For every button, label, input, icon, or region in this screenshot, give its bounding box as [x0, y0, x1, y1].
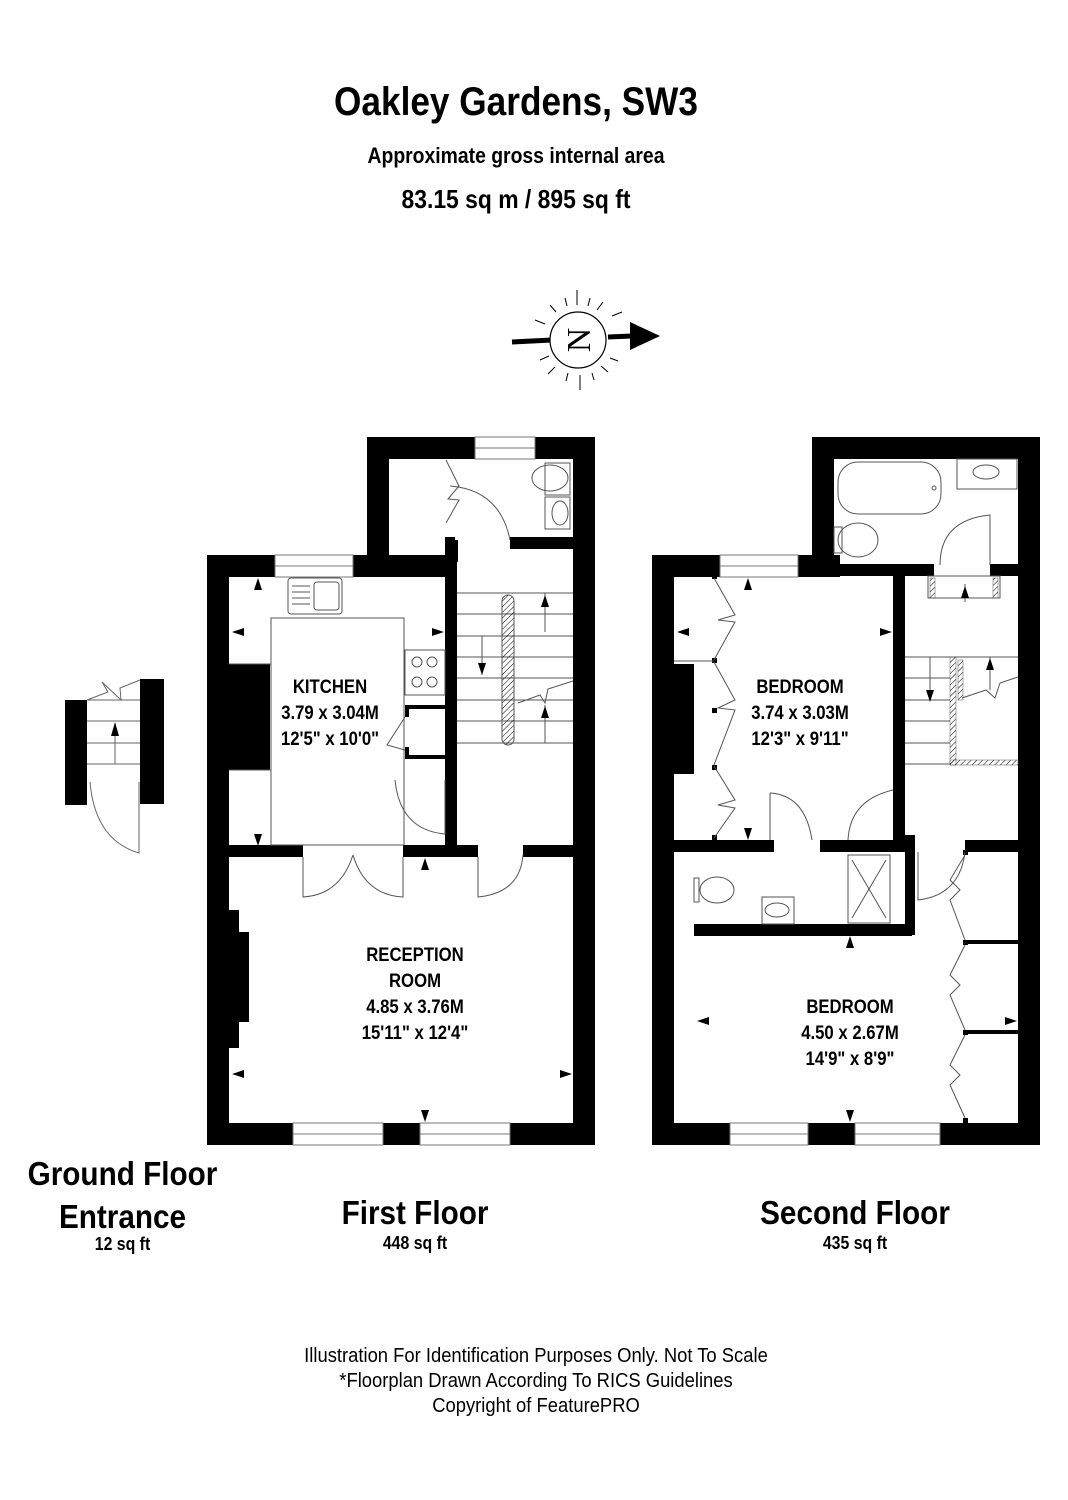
floor-caption-first: First Floor 448 sq ft: [310, 1193, 520, 1254]
property-title: Oakley Gardens, SW3: [334, 80, 698, 124]
floor-area: 435 sq ft: [822, 1233, 888, 1253]
room-name: KITCHEN: [292, 677, 368, 698]
second-floor-plan: [652, 437, 1040, 1146]
room-dimensions-imperial: 12'5" x 10'0": [280, 729, 380, 750]
floor-name-line2: Entrance: [58, 1198, 187, 1235]
floor-name: Ground Floor: [27, 1155, 218, 1192]
room-label-bedroom-2: BEDROOM 4.50 x 2.67M 14'9" x 8'9": [784, 995, 916, 1073]
first-floor-plan: [207, 436, 595, 1146]
room-label-reception-room: RECEPTION ROOM 4.85 x 3.76M 15'11" x 12'…: [340, 943, 490, 1047]
area-caption: Approximate gross internal area: [367, 143, 665, 168]
north-compass-icon: N: [511, 290, 660, 390]
room-name: RECEPTION: [366, 945, 464, 966]
disclaimer: Illustration For Identification Purposes…: [43, 1344, 1029, 1419]
floor-caption-second: Second Floor 435 sq ft: [740, 1193, 970, 1254]
room-dimensions-metric: 4.85 x 3.76M: [366, 997, 464, 1018]
floor-area: 448 sq ft: [382, 1233, 448, 1253]
ground-floor-plan: [65, 679, 164, 854]
room-label-kitchen: KITCHEN 3.79 x 3.04M 12'5" x 10'0": [264, 675, 396, 753]
room-label-bedroom-1: BEDROOM 3.74 x 3.03M 12'3" x 9'11": [734, 675, 866, 753]
room-name-line2: ROOM: [388, 971, 442, 992]
disclaimer-line-1: Illustration For Identification Purposes…: [304, 1345, 768, 1367]
svg-text:N: N: [561, 328, 598, 353]
room-dimensions-imperial: 12'3" x 9'11": [751, 729, 849, 750]
floor-caption-ground: Ground Floor Entrance 12 sq ft: [0, 1152, 245, 1255]
floor-name: First Floor: [341, 1194, 489, 1231]
copyright: Copyright of FeaturePRO: [432, 1395, 640, 1417]
floor-area: 12 sq ft: [94, 1234, 151, 1254]
room-name: BEDROOM: [806, 997, 894, 1018]
room-dimensions-metric: 4.50 x 2.67M: [801, 1023, 899, 1044]
room-dimensions-metric: 3.74 x 3.03M: [751, 703, 849, 724]
room-name: BEDROOM: [756, 677, 844, 698]
room-dimensions-imperial: 15'11" x 12'4": [361, 1023, 469, 1044]
total-area: 83.15 sq m / 895 sq ft: [401, 184, 631, 214]
floor-name: Second Floor: [760, 1194, 950, 1231]
disclaimer-line-2: *Floorplan Drawn According To RICS Guide…: [339, 1370, 733, 1392]
room-dimensions-imperial: 14'9" x 8'9": [805, 1049, 895, 1070]
room-dimensions-metric: 3.79 x 3.04M: [281, 703, 379, 724]
